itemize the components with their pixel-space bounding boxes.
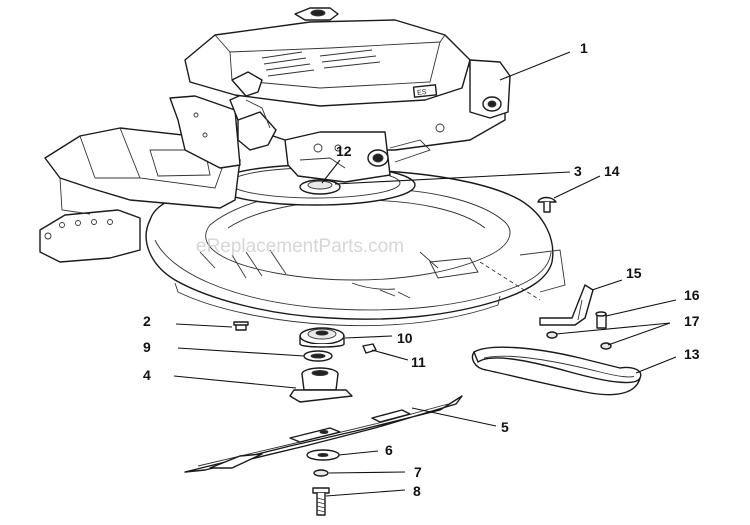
callout-10: 10 [397,330,413,346]
part-16-pin [595,311,607,329]
callout-2: 2 [143,313,151,329]
callout-16: 16 [684,287,700,303]
part-6-washer [306,449,340,461]
part-13-belt [471,346,642,396]
callout-6: 6 [385,442,393,458]
mower-deck [39,95,566,327]
callout-15: 15 [626,265,642,281]
part-7-lock-washer [313,469,329,477]
part-9-washer [303,350,333,362]
callout-3: 3 [574,163,582,179]
callout-4: 4 [143,367,151,383]
callout-8: 8 [413,483,421,499]
svg-text:ES: ES [417,89,427,97]
leader-lines [173,51,677,497]
part-15-bracket [539,284,594,326]
part-8-blade-bolt [312,487,330,516]
callout-12: 12 [336,143,352,159]
callout-14: 14 [604,163,620,179]
callout-17: 17 [684,313,700,329]
callout-7: 7 [414,464,422,480]
callout-labels: 1 12 3 14 15 16 2 10 17 9 11 13 4 5 6 7 … [143,40,700,499]
engine-assembly: ES [184,7,511,183]
part-11-key [362,343,377,354]
callout-11: 11 [411,354,426,370]
part-17-nuts [546,331,612,350]
part-10-pulley [299,327,345,348]
callout-5: 5 [501,419,509,435]
part-4-blade-adapter [289,367,353,403]
callout-9: 9 [143,339,151,355]
part-14-push-pin [537,196,557,213]
callout-13: 13 [684,346,700,362]
part-5-blade [184,395,463,473]
callout-1: 1 [580,40,588,56]
watermark-text: eReplacementParts.com [196,236,404,257]
part-2-bolt [233,321,249,331]
